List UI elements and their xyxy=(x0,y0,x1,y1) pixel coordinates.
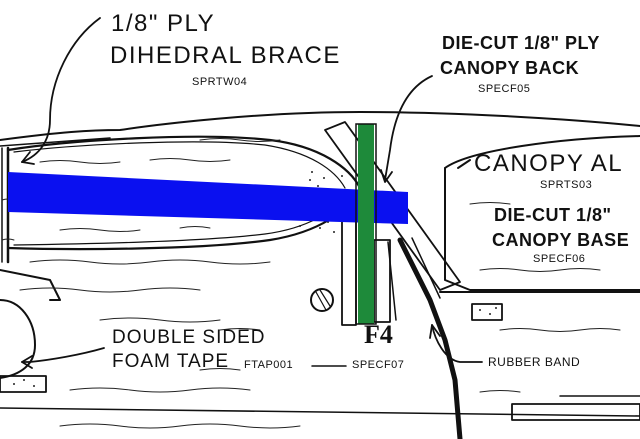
foam-tape-code: FTAP001 xyxy=(244,359,294,371)
canopy-back-part xyxy=(324,121,461,291)
former-f4-highlight xyxy=(358,124,374,324)
fuselage-top-inner xyxy=(0,137,111,147)
dihedral-brace-leader xyxy=(21,17,101,163)
rubber-band-label: RUBBER BAND xyxy=(488,355,581,369)
dihedral-brace-code: SPRTW04 xyxy=(192,76,248,88)
canopy-outline xyxy=(444,135,640,169)
canopy-back-leader xyxy=(384,75,433,181)
former-f4-code: SPECF07 xyxy=(352,359,405,371)
former-f4-label: F4 xyxy=(364,320,393,349)
foam-tape-label-line2: FOAM TAPE xyxy=(112,351,230,372)
canopy-back-code: SPECF05 xyxy=(478,83,531,95)
canopy-base-code: SPECF06 xyxy=(533,253,586,265)
dihedral-brace-label-line2: DIHEDRAL BRACE xyxy=(110,42,341,69)
canopy-al-leader xyxy=(457,159,471,169)
lower-structure-left xyxy=(0,269,61,301)
dihedral-brace-label-line1: 1/8" PLY xyxy=(111,10,216,37)
rubber-band-leader xyxy=(431,324,483,363)
canopy-base-label-line2: CANOPY BASE xyxy=(492,230,630,250)
fuselage-top-line xyxy=(0,111,640,141)
foam-tape-label-line1: DOUBLE SIDED xyxy=(112,327,266,348)
canopy-al-code: SPRTS03 xyxy=(540,179,593,191)
canopy-back-label-line1: DIE-CUT 1/8" PLY xyxy=(442,33,600,53)
canopy-al-label: CANOPY AL xyxy=(474,150,624,177)
canopy-back-label-line2: CANOPY BACK xyxy=(440,58,580,78)
dihedral-brace-highlight xyxy=(8,172,408,224)
wood-grain xyxy=(1,138,621,429)
canopy-lower xyxy=(444,167,640,291)
dowel-circle xyxy=(310,288,334,312)
canopy-base-label-line1: DIE-CUT 1/8" xyxy=(494,205,612,225)
